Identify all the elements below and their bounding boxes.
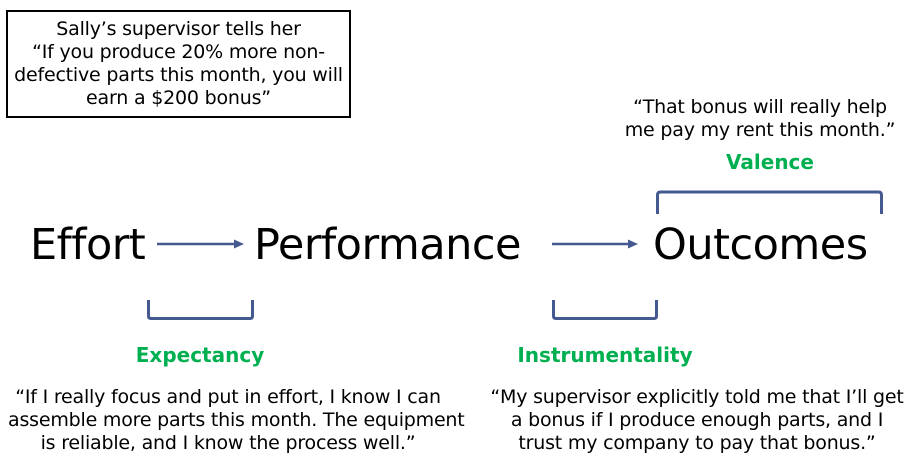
quote-line: is reliable, and I know the process well…	[40, 432, 416, 454]
instrumentality-label: Instrumentality	[517, 343, 693, 367]
valence-label: Valence	[726, 150, 814, 174]
instrumentality-quote: “My supervisor explicitly told me that I…	[482, 386, 907, 455]
scenario-box: Sally’s supervisor tells her “If you pro…	[6, 10, 351, 118]
expectancy-label: Expectancy	[135, 343, 265, 367]
quote-line: trust my company to pay that bonus.”	[518, 432, 876, 454]
quote-line: assemble more parts this month. The equi…	[8, 409, 465, 431]
bracket-top-valence-icon	[656, 190, 883, 214]
scenario-line: Sally’s supervisor tells her	[56, 18, 301, 40]
quote-line: “That bonus will really help	[633, 96, 887, 118]
node-outcomes: Outcomes	[653, 220, 868, 270]
bracket-bottom-instrumentality-icon	[552, 300, 658, 320]
arrow-right-icon	[157, 239, 244, 249]
quote-line: “If I really focus and put in effort, I …	[15, 386, 441, 408]
expectancy-quote: “If I really focus and put in effort, I …	[8, 386, 465, 455]
node-effort: Effort	[30, 220, 146, 270]
quote-line: “My supervisor explicitly told me that I…	[490, 386, 904, 408]
arrow-right-icon	[552, 239, 638, 249]
scenario-line: defective parts this month, you will	[14, 64, 343, 86]
scenario-line: earn a $200 bonus”	[86, 87, 271, 109]
quote-line: a bonus if I produce enough parts, and I	[510, 409, 884, 431]
bracket-bottom-expectancy-icon	[147, 300, 254, 320]
node-performance: Performance	[254, 220, 522, 270]
scenario-line: “If you produce 20% more non-	[32, 41, 325, 63]
quote-line: me pay my rent this month.”	[624, 119, 896, 141]
valence-quote: “That bonus will really help me pay my r…	[600, 96, 907, 142]
